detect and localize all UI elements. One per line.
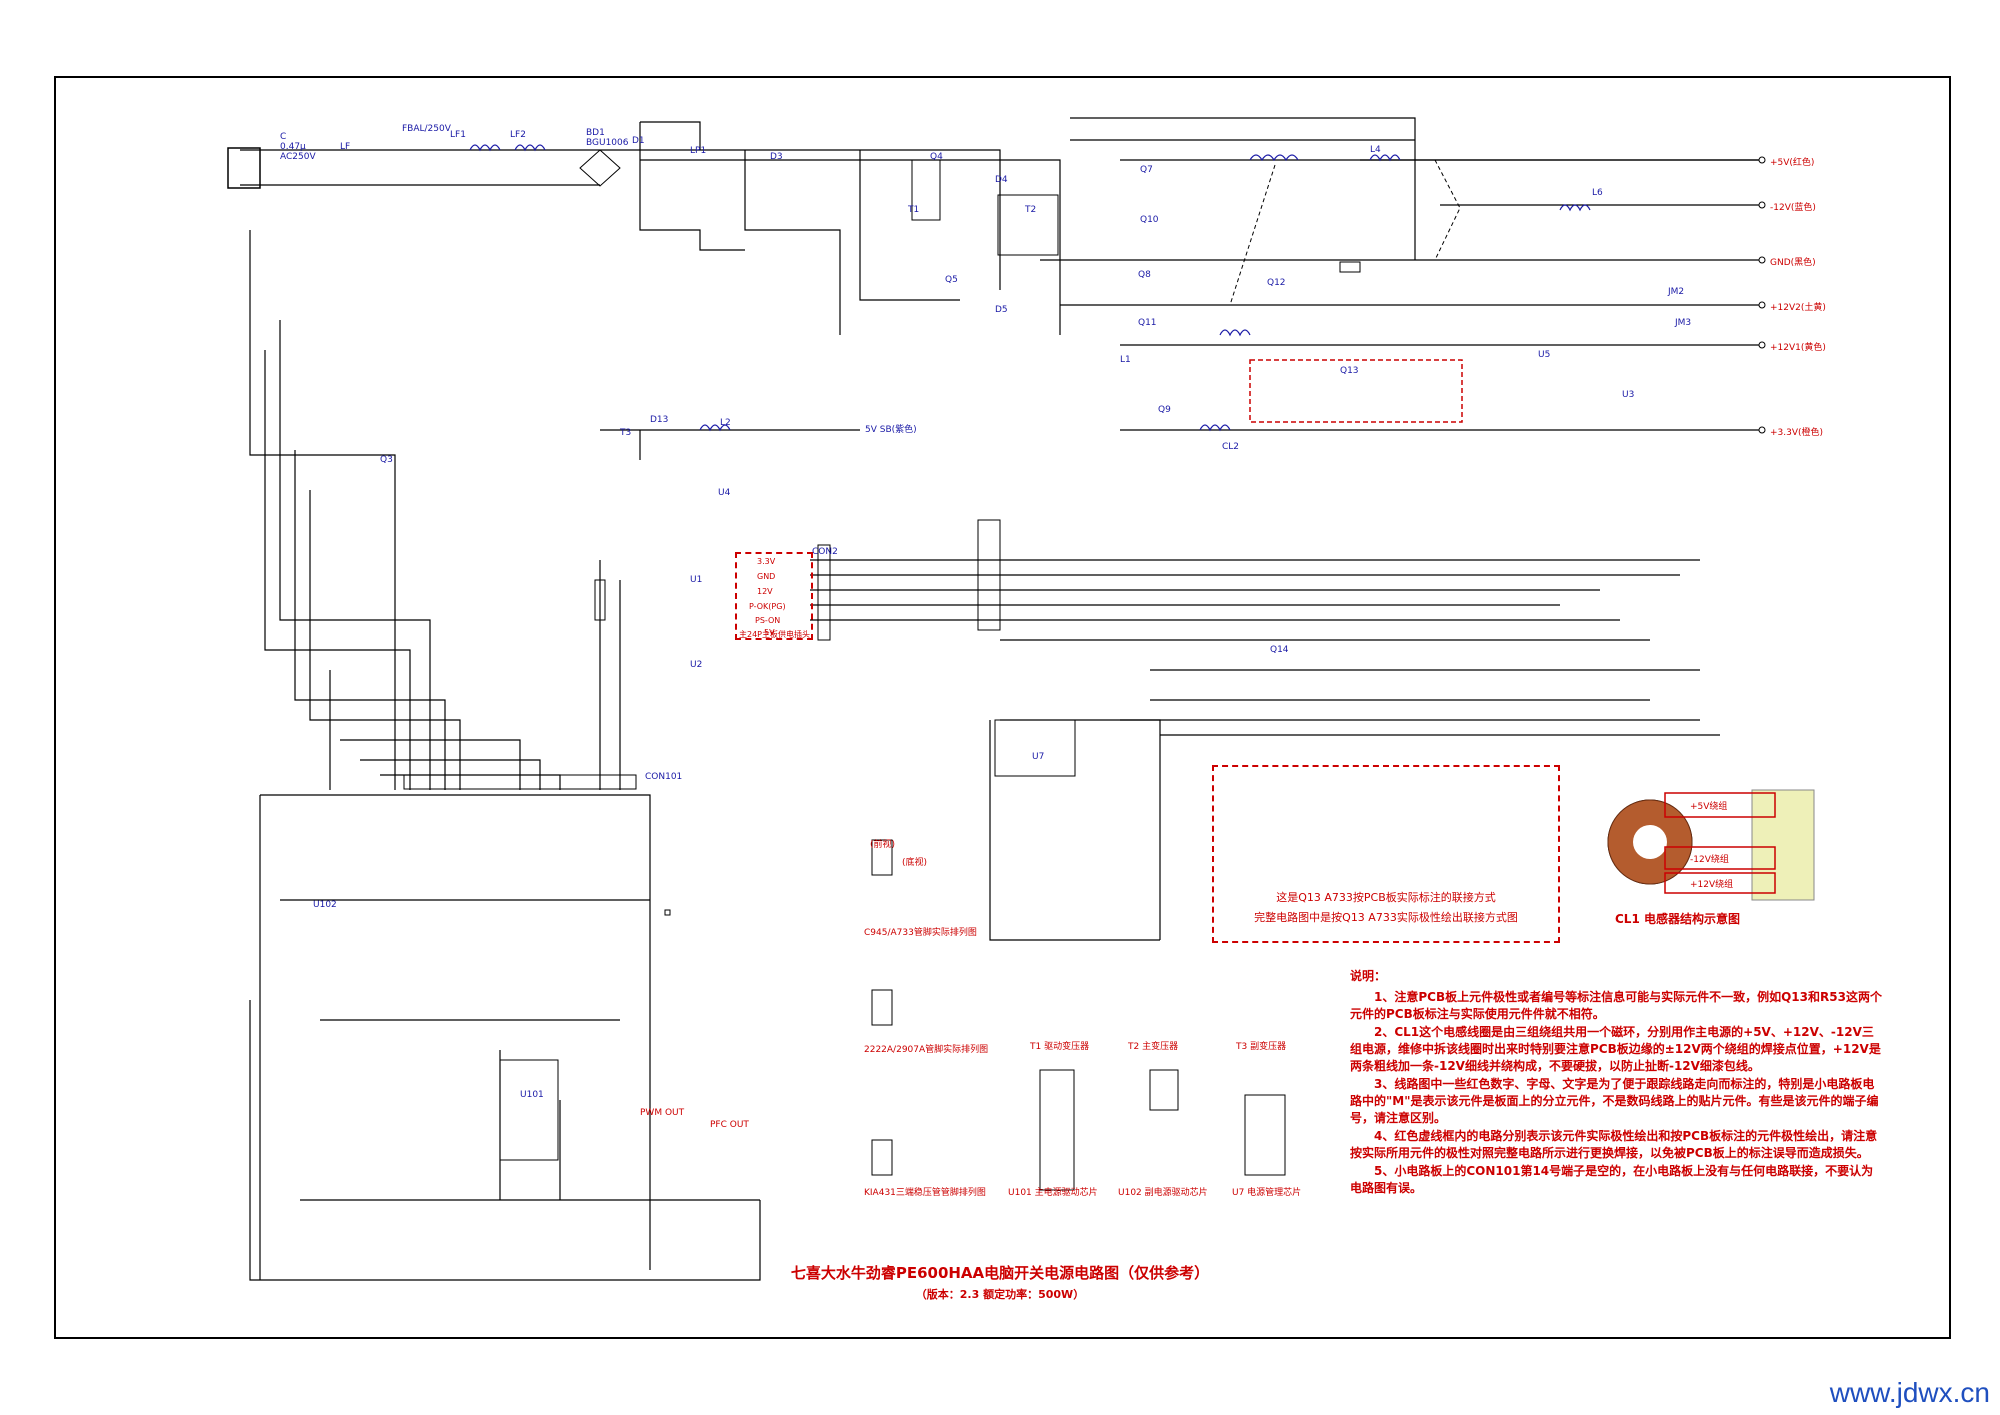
component-label-q5: Q5 [945, 275, 958, 285]
component-label-jm3: JM3 [1675, 318, 1692, 328]
component-label-q4: Q4 [930, 152, 943, 162]
component-label-q12: Q12 [1267, 278, 1286, 288]
caption-t2: T2 主变压器 [1128, 1042, 1179, 1052]
output-label-plus3v3: +3.3V(橙色) [1770, 428, 1824, 438]
output-label-minus12v: -12V(蓝色) [1770, 203, 1816, 213]
component-label-u1: U1 [690, 575, 703, 585]
page-subtitle: （版本：2.3 额定功率：500W） [915, 1288, 1085, 1301]
connection-note-line2: 完整电路图中是按Q13 A733实际极性绘出联接方式图 [1254, 911, 1518, 924]
component-label-t2: T2 [1025, 205, 1037, 215]
con2-row-33v: 3.3V [757, 557, 776, 566]
component-label-l1: L1 [1120, 355, 1131, 365]
component-label-d3: D3 [770, 152, 783, 162]
watermark: www.jdwx.cn [1829, 1377, 1990, 1408]
component-label-bd1: BD1 [586, 128, 605, 138]
note-item: 3、线路图中一些红色数字、字母、文字是为了便于跟踪线路走向而标注的，特别是小电路… [1350, 1077, 1879, 1125]
component-label-jm2: JM2 [1668, 287, 1685, 297]
drawing-frame [54, 76, 1951, 1339]
component-value-bd1: BGU1006 [586, 138, 629, 148]
component-label-d5: D5 [995, 305, 1008, 315]
bottom-view-label: (底视) [902, 858, 928, 868]
component-label-q13: Q13 [1340, 366, 1359, 376]
con2-row-gnd: GND [757, 572, 776, 581]
con2-dashed-box: 主24P主板供电插头 [735, 552, 813, 640]
output-label-plus12v2: +12V2(土黄) [1770, 303, 1826, 313]
cl1-caption: CL1 电感器结构示意图 [1615, 912, 1740, 926]
sb-5v-label: 5V SB(紫色) [865, 425, 917, 435]
con2-row-12v: 12V [757, 587, 773, 596]
pfc-out-label: PFC OUT [710, 1120, 749, 1130]
component-label-u5: U5 [1538, 350, 1551, 360]
component-label-u7: U7 [1032, 752, 1045, 762]
con2-row-pson: PS-ON [755, 616, 781, 625]
output-label-plus12v1: +12V1(黄色) [1770, 343, 1826, 353]
component-value-c: 0.47μ AC250V [280, 142, 316, 162]
winding-label-12v: +12V绕组 [1690, 880, 1734, 890]
component-label-fbal: FBAL/250V [402, 124, 451, 134]
component-label-u2: U2 [690, 660, 703, 670]
component-label-l4: L4 [1370, 145, 1381, 155]
component-label-q14: Q14 [1270, 645, 1289, 655]
component-label-l6: L6 [1592, 188, 1603, 198]
pinout-caption-kia431: KIA431三端稳压管管脚排列图 [864, 1188, 986, 1198]
caption-u101: U101 主电源驱动芯片 [1008, 1188, 1098, 1198]
component-label-c: C [280, 132, 287, 142]
component-label-q8: Q8 [1138, 270, 1151, 280]
caption-t1: T1 驱动变压器 [1030, 1042, 1090, 1052]
page-title: 七喜大水牛劲睿PE600HAA电脑开关电源电路图（仅供参考） [790, 1264, 1210, 1282]
component-label-lf: LF [340, 142, 351, 152]
component-label-d1: D1 [632, 136, 645, 146]
con2-row-pg: P-OK(PG) [749, 602, 786, 611]
component-label-q10: Q10 [1140, 215, 1159, 225]
output-label-plus5v: +5V(红色) [1770, 158, 1815, 168]
component-label-d4: D4 [995, 175, 1008, 185]
front-view-label: (前视) [870, 840, 896, 850]
component-label-u101: U101 [520, 1090, 544, 1100]
pinout-caption-c945: C945/A733管脚实际排列图 [864, 928, 977, 938]
component-label-u102: U102 [313, 900, 337, 910]
component-label-u3: U3 [1622, 390, 1635, 400]
component-label-t3: T3 [620, 428, 632, 438]
component-label-lp1: LP1 [690, 146, 707, 156]
note-item: 5、小电路板上的CON101第14号端子是空的，在小电路板上没有与任何电路联接，… [1350, 1164, 1874, 1195]
component-label-q7: Q7 [1140, 165, 1153, 175]
con2-row-5v: 5V [764, 628, 775, 637]
component-label-con101: CON101 [645, 772, 683, 782]
component-label-l2: L2 [720, 418, 731, 428]
component-label-q11: Q11 [1138, 318, 1157, 328]
con2-header: CON2 [812, 547, 838, 557]
note-item: 1、注意PCB板上元件极性或者编号等标注信息可能与实际元件不一致，例如Q13和R… [1350, 990, 1882, 1021]
component-label-q3: Q3 [380, 455, 393, 465]
component-label-d13: D13 [650, 415, 669, 425]
winding-label-5v: +5V绕组 [1690, 802, 1728, 812]
caption-t3: T3 副变压器 [1236, 1042, 1287, 1052]
connection-note-line1: 这是Q13 A733按PCB板实际标注的联接方式 [1276, 891, 1496, 904]
component-label-u4: U4 [718, 488, 731, 498]
pinout-caption-2222a: 2222A/2907A管脚实际排列图 [864, 1045, 989, 1055]
connection-note-box: 这是Q13 A733按PCB板实际标注的联接方式 完整电路图中是按Q13 A73… [1212, 765, 1560, 943]
notes-panel: 说明： 1、注意PCB板上元件极性或者编号等标注信息可能与实际元件不一致，例如Q… [1350, 968, 1885, 1198]
component-label-q9: Q9 [1158, 405, 1171, 415]
con2-caption: 主24P主板供电插头 [739, 630, 811, 639]
component-label-t1: T1 [908, 205, 920, 215]
component-label-lf1: LF1 [450, 130, 466, 140]
pwm-out-label: PWM OUT [640, 1108, 685, 1118]
caption-u7: U7 电源管理芯片 [1232, 1188, 1302, 1198]
component-label-lf2: LF2 [510, 130, 526, 140]
caption-u102: U102 副电源驱动芯片 [1118, 1188, 1208, 1198]
component-label-cl2: CL2 [1222, 442, 1240, 452]
notes-heading: 说明： [1350, 969, 1387, 983]
note-item: 2、CL1这个电感线圈是由三组绕组共用一个磁环，分别用作主电源的+5V、+12V… [1350, 1025, 1881, 1073]
winding-label-minus12v: -12V绕组 [1690, 855, 1729, 865]
note-item: 4、红色虚线框内的电路分别表示该元件实际极性绘出和按PCB板标注的元件极性绘出，… [1350, 1129, 1878, 1160]
output-label-gnd: GND(黑色) [1770, 258, 1816, 268]
